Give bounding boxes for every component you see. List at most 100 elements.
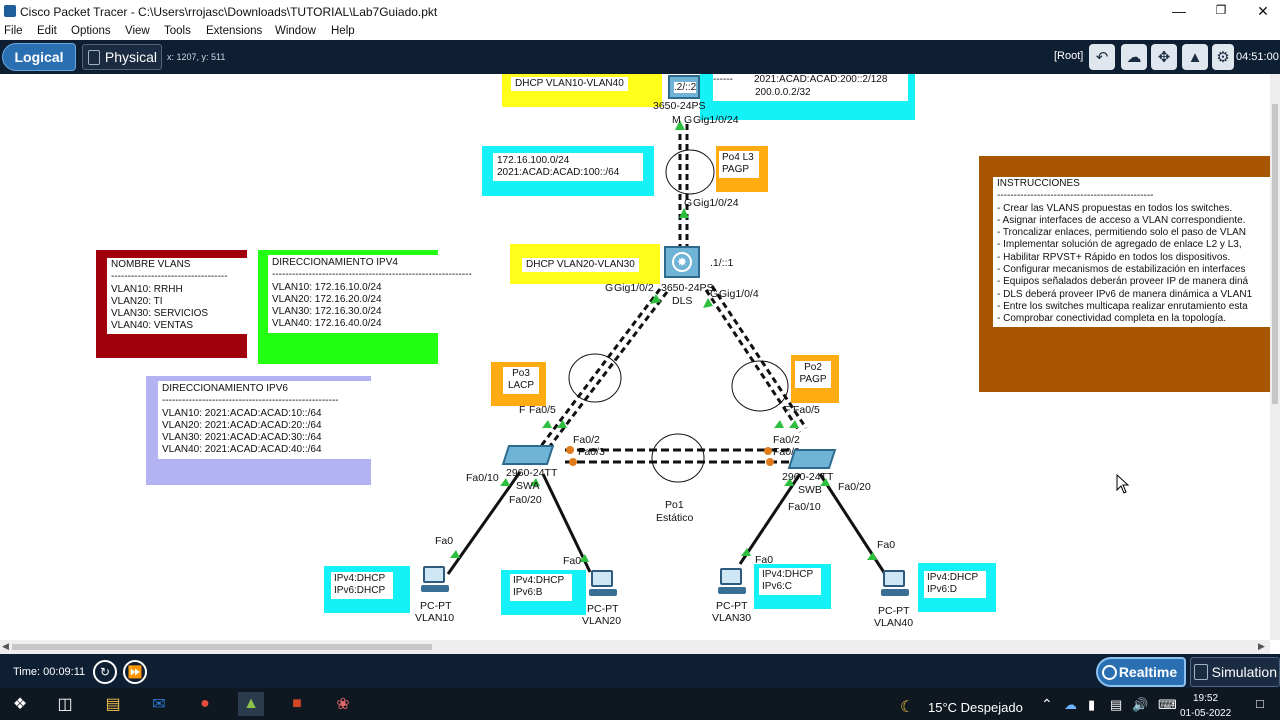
vertical-scrollbar[interactable]	[1270, 74, 1280, 640]
outlook-icon[interactable]: ✉	[152, 696, 166, 713]
pc2-port-label: Fa0	[563, 555, 582, 567]
onedrive-icon[interactable]: ☁	[1064, 697, 1077, 712]
taskbar-date[interactable]: 01-05-2022	[1180, 708, 1232, 719]
simulation-mode-button[interactable]: Simulation	[1190, 657, 1280, 687]
pc3-type: PC-PT	[716, 600, 748, 612]
clock-icon	[1102, 665, 1117, 680]
swa-port-down-label: Fa0/20	[509, 494, 542, 506]
note-ipv6-text: DIRECCIONAMIENTO IPV6 ------------------…	[158, 381, 384, 459]
viewport-icon[interactable]: ⚙	[1212, 44, 1234, 70]
horizontal-scroll-thumb[interactable]	[12, 644, 432, 650]
switch-swa-icon[interactable]	[501, 445, 555, 465]
pc-vlan40-icon[interactable]	[879, 570, 909, 596]
port-light	[679, 208, 689, 218]
port-light-orange	[566, 446, 574, 454]
battery-icon[interactable]: ▮	[1088, 697, 1096, 712]
file-explorer-icon[interactable]: ▤	[105, 696, 121, 713]
port-label-cut: G	[605, 282, 614, 294]
dls-port-left-label: Gig1/0/2	[614, 282, 654, 294]
horizontal-scrollbar[interactable]: ◀ ▶	[0, 640, 1270, 654]
weather-text[interactable]: 15°C Despejado	[928, 700, 1023, 715]
notifications-icon[interactable]: □	[1256, 696, 1264, 711]
pc4-name: VLAN40	[874, 617, 914, 629]
menu-window[interactable]: Window	[275, 25, 316, 37]
ms-top-address: .2/::2	[674, 82, 697, 93]
bundle-circle-po3	[568, 353, 622, 403]
pc-vlan30-icon[interactable]	[716, 568, 746, 594]
port-label-cut: G	[710, 288, 719, 300]
mouse-cursor-icon	[1116, 474, 1130, 494]
port-light	[867, 552, 877, 560]
note-pc1-text: IPv4:DHCP IPv6:DHCP	[331, 572, 393, 599]
menu-file[interactable]: File	[4, 25, 23, 37]
close-icon[interactable]: ✕	[1257, 3, 1269, 19]
menu-help[interactable]: Help	[331, 25, 355, 37]
simulation-label: Simulation	[1211, 664, 1277, 680]
multilayer-switch-top-icon[interactable]: .2/::2	[668, 75, 700, 99]
cloud-icon[interactable]: ☁	[1121, 44, 1147, 70]
powerpoint-icon[interactable]: ■	[292, 695, 302, 712]
swb-port-left-label: Fa0/10	[788, 501, 821, 513]
tray-expand-icon[interactable]: ⌃	[1041, 696, 1053, 712]
background-image-icon[interactable]: ▲	[1182, 44, 1208, 70]
language-icon[interactable]: ⌨	[1158, 697, 1177, 712]
weather-moon-icon[interactable]: ☾	[900, 699, 915, 716]
pc4-type: PC-PT	[878, 605, 910, 617]
multilayer-switch-dls-icon[interactable]: ✸	[664, 246, 700, 278]
windows-start-icon[interactable]: ❖	[12, 696, 28, 713]
pc-vlan20-icon[interactable]	[587, 570, 617, 596]
cursor-coordinates: x: 1207, y: 511	[167, 52, 226, 62]
window-title: Cisco Packet Tracer - C:\Users\rrojasc\D…	[20, 5, 438, 19]
note-dhcp-top-text: DHCP VLAN10-VLAN40	[511, 77, 628, 92]
network-icon[interactable]: ▤	[1110, 697, 1123, 712]
minimize-icon[interactable]: —	[1172, 3, 1186, 19]
menu-tools[interactable]: Tools	[164, 25, 191, 37]
port-label-cut: F	[784, 404, 791, 416]
realtime-label: Realtime	[1118, 664, 1178, 680]
menu-edit[interactable]: Edit	[37, 25, 57, 37]
logical-label: Logical	[14, 49, 64, 65]
packet-tracer-task-icon[interactable]: ▲	[238, 692, 264, 716]
switch-swb-icon[interactable]	[787, 449, 837, 469]
back-icon[interactable]: ↶	[1089, 44, 1115, 70]
task-view-icon[interactable]: ◫	[57, 696, 73, 713]
volume-icon[interactable]: 🔊	[1132, 697, 1149, 712]
maximize-icon[interactable]: ❐	[1215, 3, 1227, 17]
pc-vlan10-icon[interactable]	[419, 566, 449, 592]
logical-view-button[interactable]: Logical	[2, 43, 76, 71]
note-text: LACP	[507, 380, 535, 392]
workspace-toolbar: Logical Physical x: 1207, y: 511 [Root] …	[0, 40, 1280, 74]
realtime-mode-button[interactable]: Realtime	[1096, 657, 1186, 687]
port-light-orange	[569, 458, 577, 466]
note-text: ------	[713, 74, 733, 85]
scroll-left-icon[interactable]: ◀	[2, 641, 9, 651]
swb-port-right-label: Fa0/20	[838, 481, 871, 493]
port-light	[557, 420, 567, 428]
fast-forward-icon[interactable]: ⏩	[123, 660, 147, 684]
pc4-port-label: Fa0	[877, 539, 896, 551]
port-light	[579, 554, 589, 562]
port-light	[774, 420, 784, 428]
reset-time-icon[interactable]: ↻	[93, 660, 117, 684]
ms-top-port-label: Gig1/0/24	[693, 114, 739, 126]
scroll-right-icon[interactable]: ▶	[1258, 641, 1265, 651]
simulation-statusbar: Time: 00:09:11 ↻ ⏩ Realtime Simulation	[0, 654, 1280, 688]
menu-view[interactable]: View	[125, 25, 150, 37]
chrome-icon[interactable]: ●	[200, 695, 210, 712]
menu-options[interactable]: Options	[71, 25, 111, 37]
port-light	[542, 420, 552, 428]
stopwatch-icon	[1194, 664, 1208, 680]
logical-workspace[interactable]: DHCP VLAN10-VLAN40 ------ 2021:ACAD:ACAD…	[0, 74, 1270, 640]
windows-taskbar: ❖ ◫ ▤ ✉ ● ▲ ■ ❀ ☾ 15°C Despejado ⌃ ☁ ▮ ▤…	[0, 688, 1280, 720]
taskbar-time[interactable]: 19:52	[1193, 693, 1219, 704]
swa-port-r2-label: Fa0/3	[578, 446, 605, 458]
vertical-scroll-thumb[interactable]	[1272, 104, 1278, 404]
link-swa-pc2	[541, 473, 592, 573]
app-icon[interactable]: ❀	[336, 696, 350, 713]
note-text: 172.16.100.0/24	[497, 155, 570, 166]
move-icon[interactable]: ✥	[1151, 44, 1177, 70]
root-breadcrumb[interactable]: [Root]	[1054, 50, 1084, 62]
menu-extensions[interactable]: Extensions	[206, 25, 263, 37]
physical-view-button[interactable]: Physical	[82, 44, 162, 70]
note-po4-text: Po4 L3 PAGP	[719, 151, 759, 178]
